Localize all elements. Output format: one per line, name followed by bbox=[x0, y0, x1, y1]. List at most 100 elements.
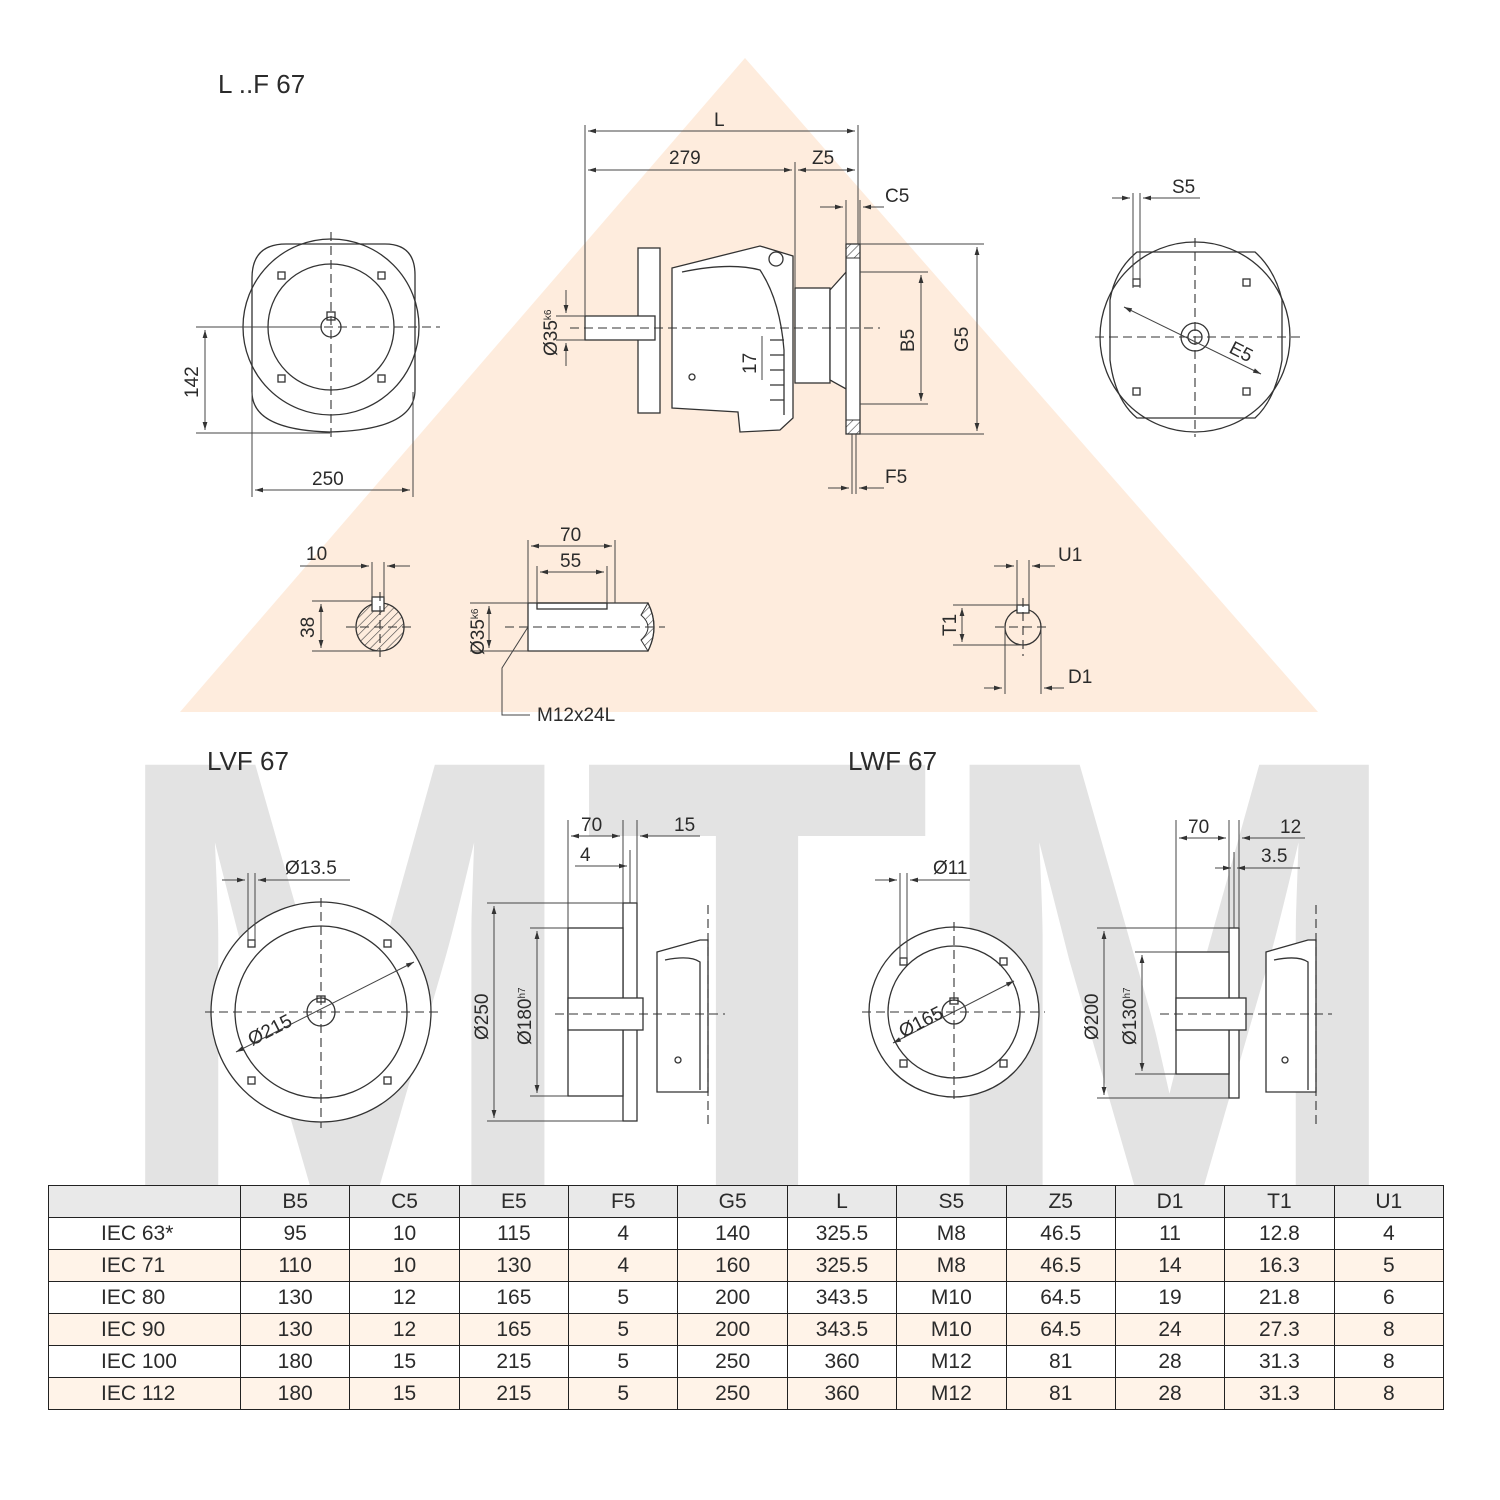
table-cell: 15 bbox=[349, 1377, 460, 1410]
table-cell: 130 bbox=[458, 1249, 570, 1282]
table-cell: 325.5 bbox=[786, 1217, 898, 1250]
dim-250: 250 bbox=[312, 469, 344, 490]
dim-lwf-3-5: 3.5 bbox=[1261, 846, 1287, 867]
table-cell: 115 bbox=[458, 1217, 570, 1250]
table-cell: 360 bbox=[786, 1345, 898, 1378]
table-cell: 180 bbox=[239, 1345, 351, 1378]
dim-lvf-outer: Ø250 bbox=[472, 994, 493, 1040]
dim-lvf-spigot: Ø180h7 bbox=[515, 987, 536, 1045]
lwf67-flange-side: 70 12 3.5 Ø200 Ø130h7 bbox=[1082, 817, 1332, 1125]
dim-lvf-hole: Ø13.5 bbox=[285, 858, 337, 879]
dim-lwf-hole: Ø11 bbox=[933, 858, 968, 879]
table-header-g5: G5 bbox=[677, 1185, 788, 1218]
table-cell: 140 bbox=[677, 1217, 788, 1250]
table-cell: 5 bbox=[568, 1281, 679, 1314]
shaft-side: 70 55 Ø35k6 M12x24L bbox=[468, 525, 665, 726]
dim-d35-shaft: Ø35k6 bbox=[541, 309, 562, 356]
lvf67-flange-front: Ø215 Ø13.5 bbox=[205, 858, 440, 1128]
table-cell: 5 bbox=[568, 1313, 679, 1346]
table-cell: M12 bbox=[896, 1377, 1007, 1410]
table-header-z5: Z5 bbox=[1005, 1185, 1116, 1218]
table-header-t1: T1 bbox=[1224, 1185, 1335, 1218]
table-corner-cell bbox=[48, 1185, 241, 1218]
dim-thread: M12x24L bbox=[537, 705, 615, 726]
table-cell: M12 bbox=[896, 1345, 1007, 1378]
dim-70-shaft: 70 bbox=[560, 525, 581, 546]
table-cell: 31.3 bbox=[1224, 1345, 1335, 1378]
dim-Z5: Z5 bbox=[812, 148, 834, 169]
table-cell: 343.5 bbox=[786, 1313, 898, 1346]
table-cell: 24 bbox=[1114, 1313, 1226, 1346]
table-cell: 64.5 bbox=[1005, 1313, 1116, 1346]
dim-T1: T1 bbox=[940, 614, 961, 636]
table-cell: 6 bbox=[1333, 1281, 1445, 1314]
table-cell: 46.5 bbox=[1005, 1217, 1116, 1250]
table-cell: 16.3 bbox=[1224, 1249, 1335, 1282]
dim-lwf-spigot: Ø130h7 bbox=[1120, 987, 1141, 1045]
table-row-label: IEC 71 bbox=[48, 1249, 241, 1282]
table-cell: 95 bbox=[239, 1217, 351, 1250]
table-header-e5: E5 bbox=[458, 1185, 570, 1218]
dim-lwf-12: 12 bbox=[1280, 817, 1301, 838]
table-cell: 28 bbox=[1114, 1345, 1226, 1378]
table-row-label: IEC 100 bbox=[48, 1345, 241, 1378]
table-cell: 250 bbox=[677, 1345, 788, 1378]
table-header-s5: S5 bbox=[896, 1185, 1007, 1218]
lf67-side-view: L 279 Z5 C5 Ø35k6 17 B5 G5 bbox=[541, 110, 984, 494]
table-header-f5: F5 bbox=[568, 1185, 679, 1218]
dim-38: 38 bbox=[298, 617, 319, 638]
table-cell: 14 bbox=[1114, 1249, 1226, 1282]
dim-D1: D1 bbox=[1068, 667, 1092, 688]
table-cell: 12 bbox=[349, 1313, 460, 1346]
dim-C5: C5 bbox=[885, 186, 909, 207]
dim-F5: F5 bbox=[885, 467, 907, 488]
lf67-flange-view: E5 S5 bbox=[1095, 177, 1300, 437]
table-cell: 15 bbox=[349, 1345, 460, 1378]
table-cell: 165 bbox=[458, 1313, 570, 1346]
lf67-front-view: 142 250 bbox=[182, 232, 440, 497]
table-row-label: IEC 90 bbox=[48, 1313, 241, 1346]
dim-U1: U1 bbox=[1058, 545, 1082, 566]
view-title-lvf67: LVF 67 bbox=[207, 746, 289, 776]
table-cell: M10 bbox=[896, 1281, 1007, 1314]
table-cell: 200 bbox=[677, 1281, 788, 1314]
table-cell: M8 bbox=[896, 1217, 1007, 1250]
dim-lvf-70: 70 bbox=[581, 815, 602, 836]
table-cell: M10 bbox=[896, 1313, 1007, 1346]
table-header-u1: U1 bbox=[1333, 1185, 1445, 1218]
table-cell: 8 bbox=[1333, 1313, 1445, 1346]
shaft-section: 10 38 bbox=[298, 544, 414, 662]
table-cell: 5 bbox=[568, 1377, 679, 1410]
view-title-lf67: L ..F 67 bbox=[218, 69, 305, 99]
table-cell: 10 bbox=[349, 1217, 460, 1250]
table-cell: 64.5 bbox=[1005, 1281, 1116, 1314]
table-cell: 8 bbox=[1333, 1377, 1445, 1410]
table-header-d1: D1 bbox=[1114, 1185, 1226, 1218]
bolt-marks bbox=[277, 271, 386, 383]
table-cell: 200 bbox=[677, 1313, 788, 1346]
table-cell: 343.5 bbox=[786, 1281, 898, 1314]
table-cell: 12.8 bbox=[1224, 1217, 1335, 1250]
table-row-label: IEC 112 bbox=[48, 1377, 241, 1410]
lwf67-flange-front: Ø165 Ø11 bbox=[862, 858, 1045, 1102]
table-cell: 27.3 bbox=[1224, 1313, 1335, 1346]
hollow-shaft-section: U1 T1 D1 bbox=[940, 545, 1092, 694]
dim-lwf-outer: Ø200 bbox=[1082, 994, 1103, 1040]
view-title-lwf67: LWF 67 bbox=[848, 746, 937, 776]
dim-279: 279 bbox=[669, 148, 701, 169]
table-cell: 4 bbox=[568, 1249, 679, 1282]
dim-142: 142 bbox=[182, 366, 203, 398]
table-cell: 130 bbox=[239, 1313, 351, 1346]
table-cell: 12 bbox=[349, 1281, 460, 1314]
dim-S5: S5 bbox=[1172, 177, 1195, 198]
table-row-label: IEC 80 bbox=[48, 1281, 241, 1314]
